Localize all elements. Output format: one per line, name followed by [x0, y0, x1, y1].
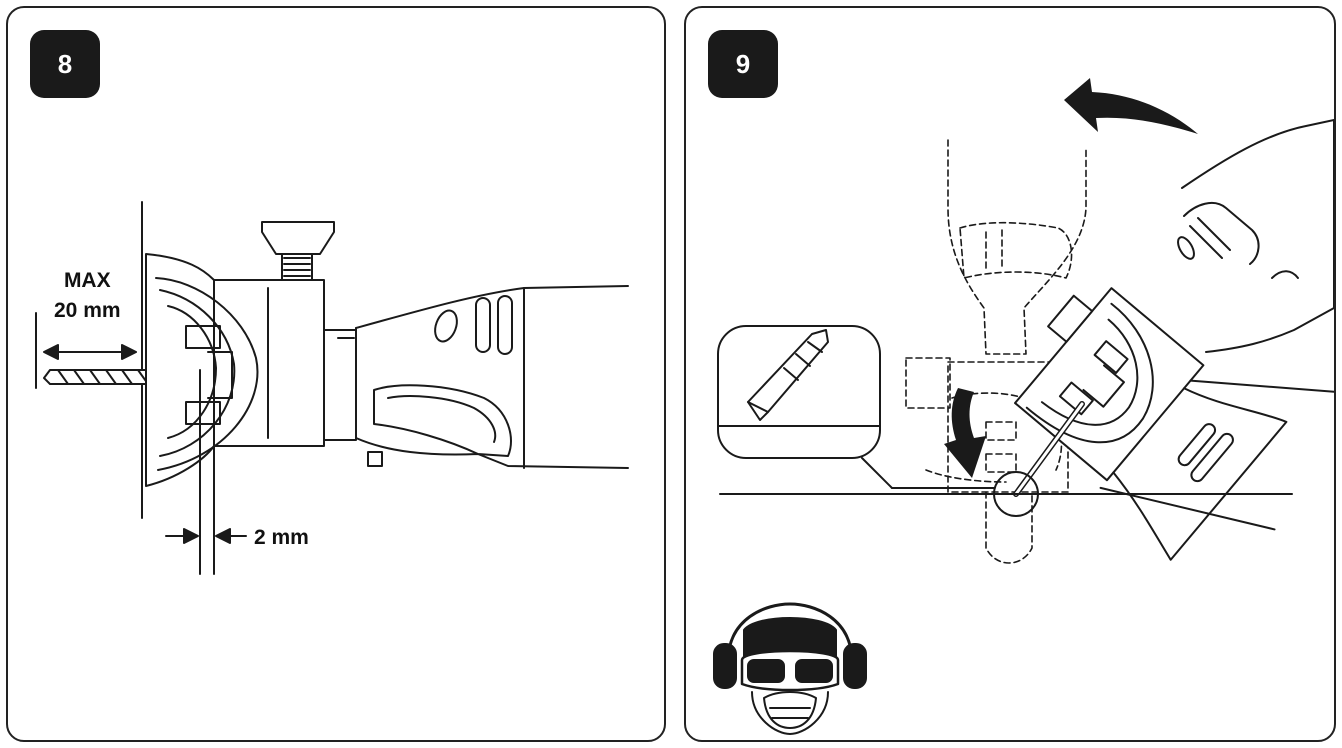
rotary-tool-body [356, 286, 628, 468]
safety-ppe-icon [714, 604, 866, 734]
rotary-tool-housing [1175, 120, 1334, 352]
step-8-panel: 8 MAX 20 mm 2 mm [6, 6, 666, 742]
drill-sharpening-illustration-8 [8, 8, 664, 740]
step-9-badge: 9 [708, 30, 778, 98]
step-8-badge: 8 [30, 30, 100, 98]
max-depth-label-line2: 20 mm [54, 299, 121, 322]
down-arrow-icon [944, 388, 986, 478]
detail-inset [718, 326, 994, 488]
max-depth-label-line1: MAX [63, 269, 111, 292]
drill-sharpening-illustration-9 [686, 78, 1334, 740]
tool-start-position-dashed [906, 140, 1086, 563]
max-depth-arrow [36, 313, 136, 388]
sharpener-attachment [146, 222, 356, 486]
gap-dimension-arrows [166, 370, 246, 574]
tool-end-position [984, 211, 1334, 598]
gap-label: 2 mm [254, 526, 309, 549]
step-8-number: 8 [57, 48, 73, 79]
step-9-panel: 9 [684, 6, 1336, 742]
step-9-number: 9 [735, 48, 751, 79]
max-depth-label: MAX 20 mm [54, 266, 121, 326]
rotate-arrow-icon [1064, 78, 1198, 134]
